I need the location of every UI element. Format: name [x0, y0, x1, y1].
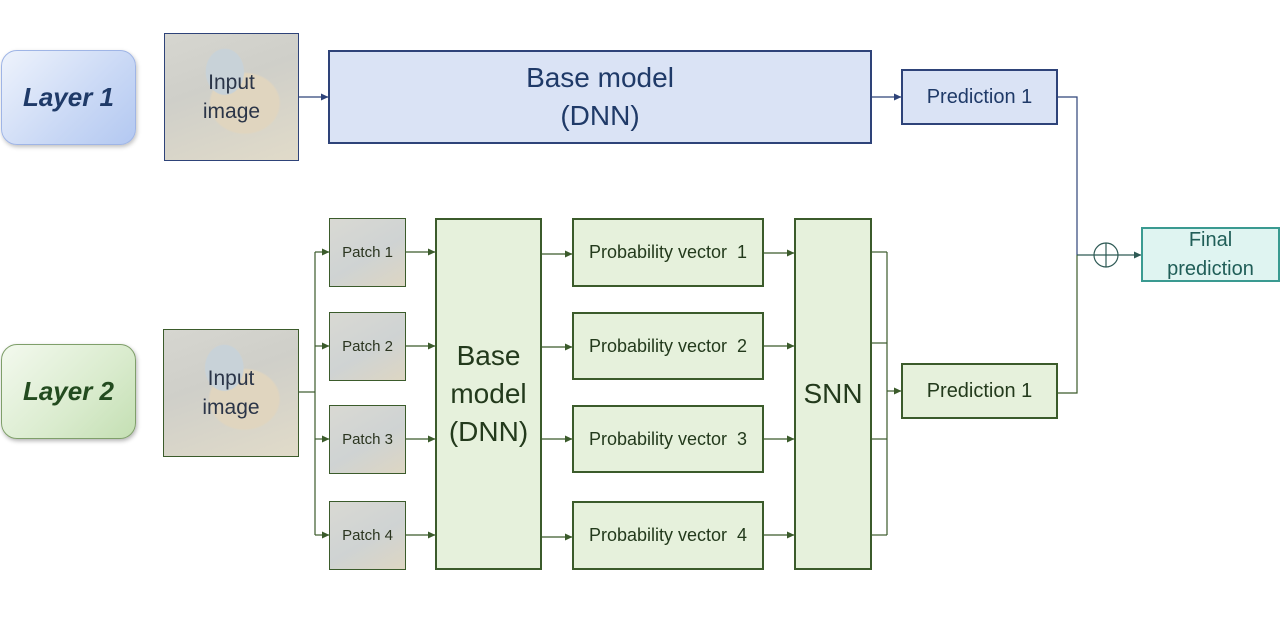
l2-pred-to-combine-line: [1058, 255, 1078, 394]
l1-pred-to-combine-line: [1058, 96, 1078, 255]
patch-1: Patch 1: [329, 218, 406, 287]
probability-vector-1: Probability vector 1: [572, 218, 764, 287]
final-prediction: Final prediction: [1141, 227, 1280, 282]
layer1-input-image: Input image: [164, 33, 299, 161]
layer2-label: Layer 2: [1, 344, 136, 439]
probability-vector-2: Probability vector 2: [572, 312, 764, 380]
layer2-base-model: Base model (DNN): [435, 218, 542, 570]
patch-2: Patch 2: [329, 312, 406, 381]
snn-block: SNN: [794, 218, 872, 570]
combine-plus-icon: [1093, 242, 1119, 268]
probability-vector-4: Probability vector 4: [572, 501, 764, 570]
layer1-input-line1: Input: [208, 71, 255, 94]
layer2-input-image: Input image: [163, 329, 299, 457]
layer1-input-line2: image: [202, 100, 261, 123]
layer1-prediction: Prediction 1: [901, 69, 1058, 125]
probability-vector-3: Probability vector 3: [572, 405, 764, 473]
patch-4: Patch 4: [329, 501, 406, 570]
patch-3: Patch 3: [329, 405, 406, 474]
layer2-prediction: Prediction 1: [901, 363, 1058, 419]
layer1-label: Layer 1: [1, 50, 136, 145]
layer1-base-model: Base model (DNN): [328, 50, 872, 144]
